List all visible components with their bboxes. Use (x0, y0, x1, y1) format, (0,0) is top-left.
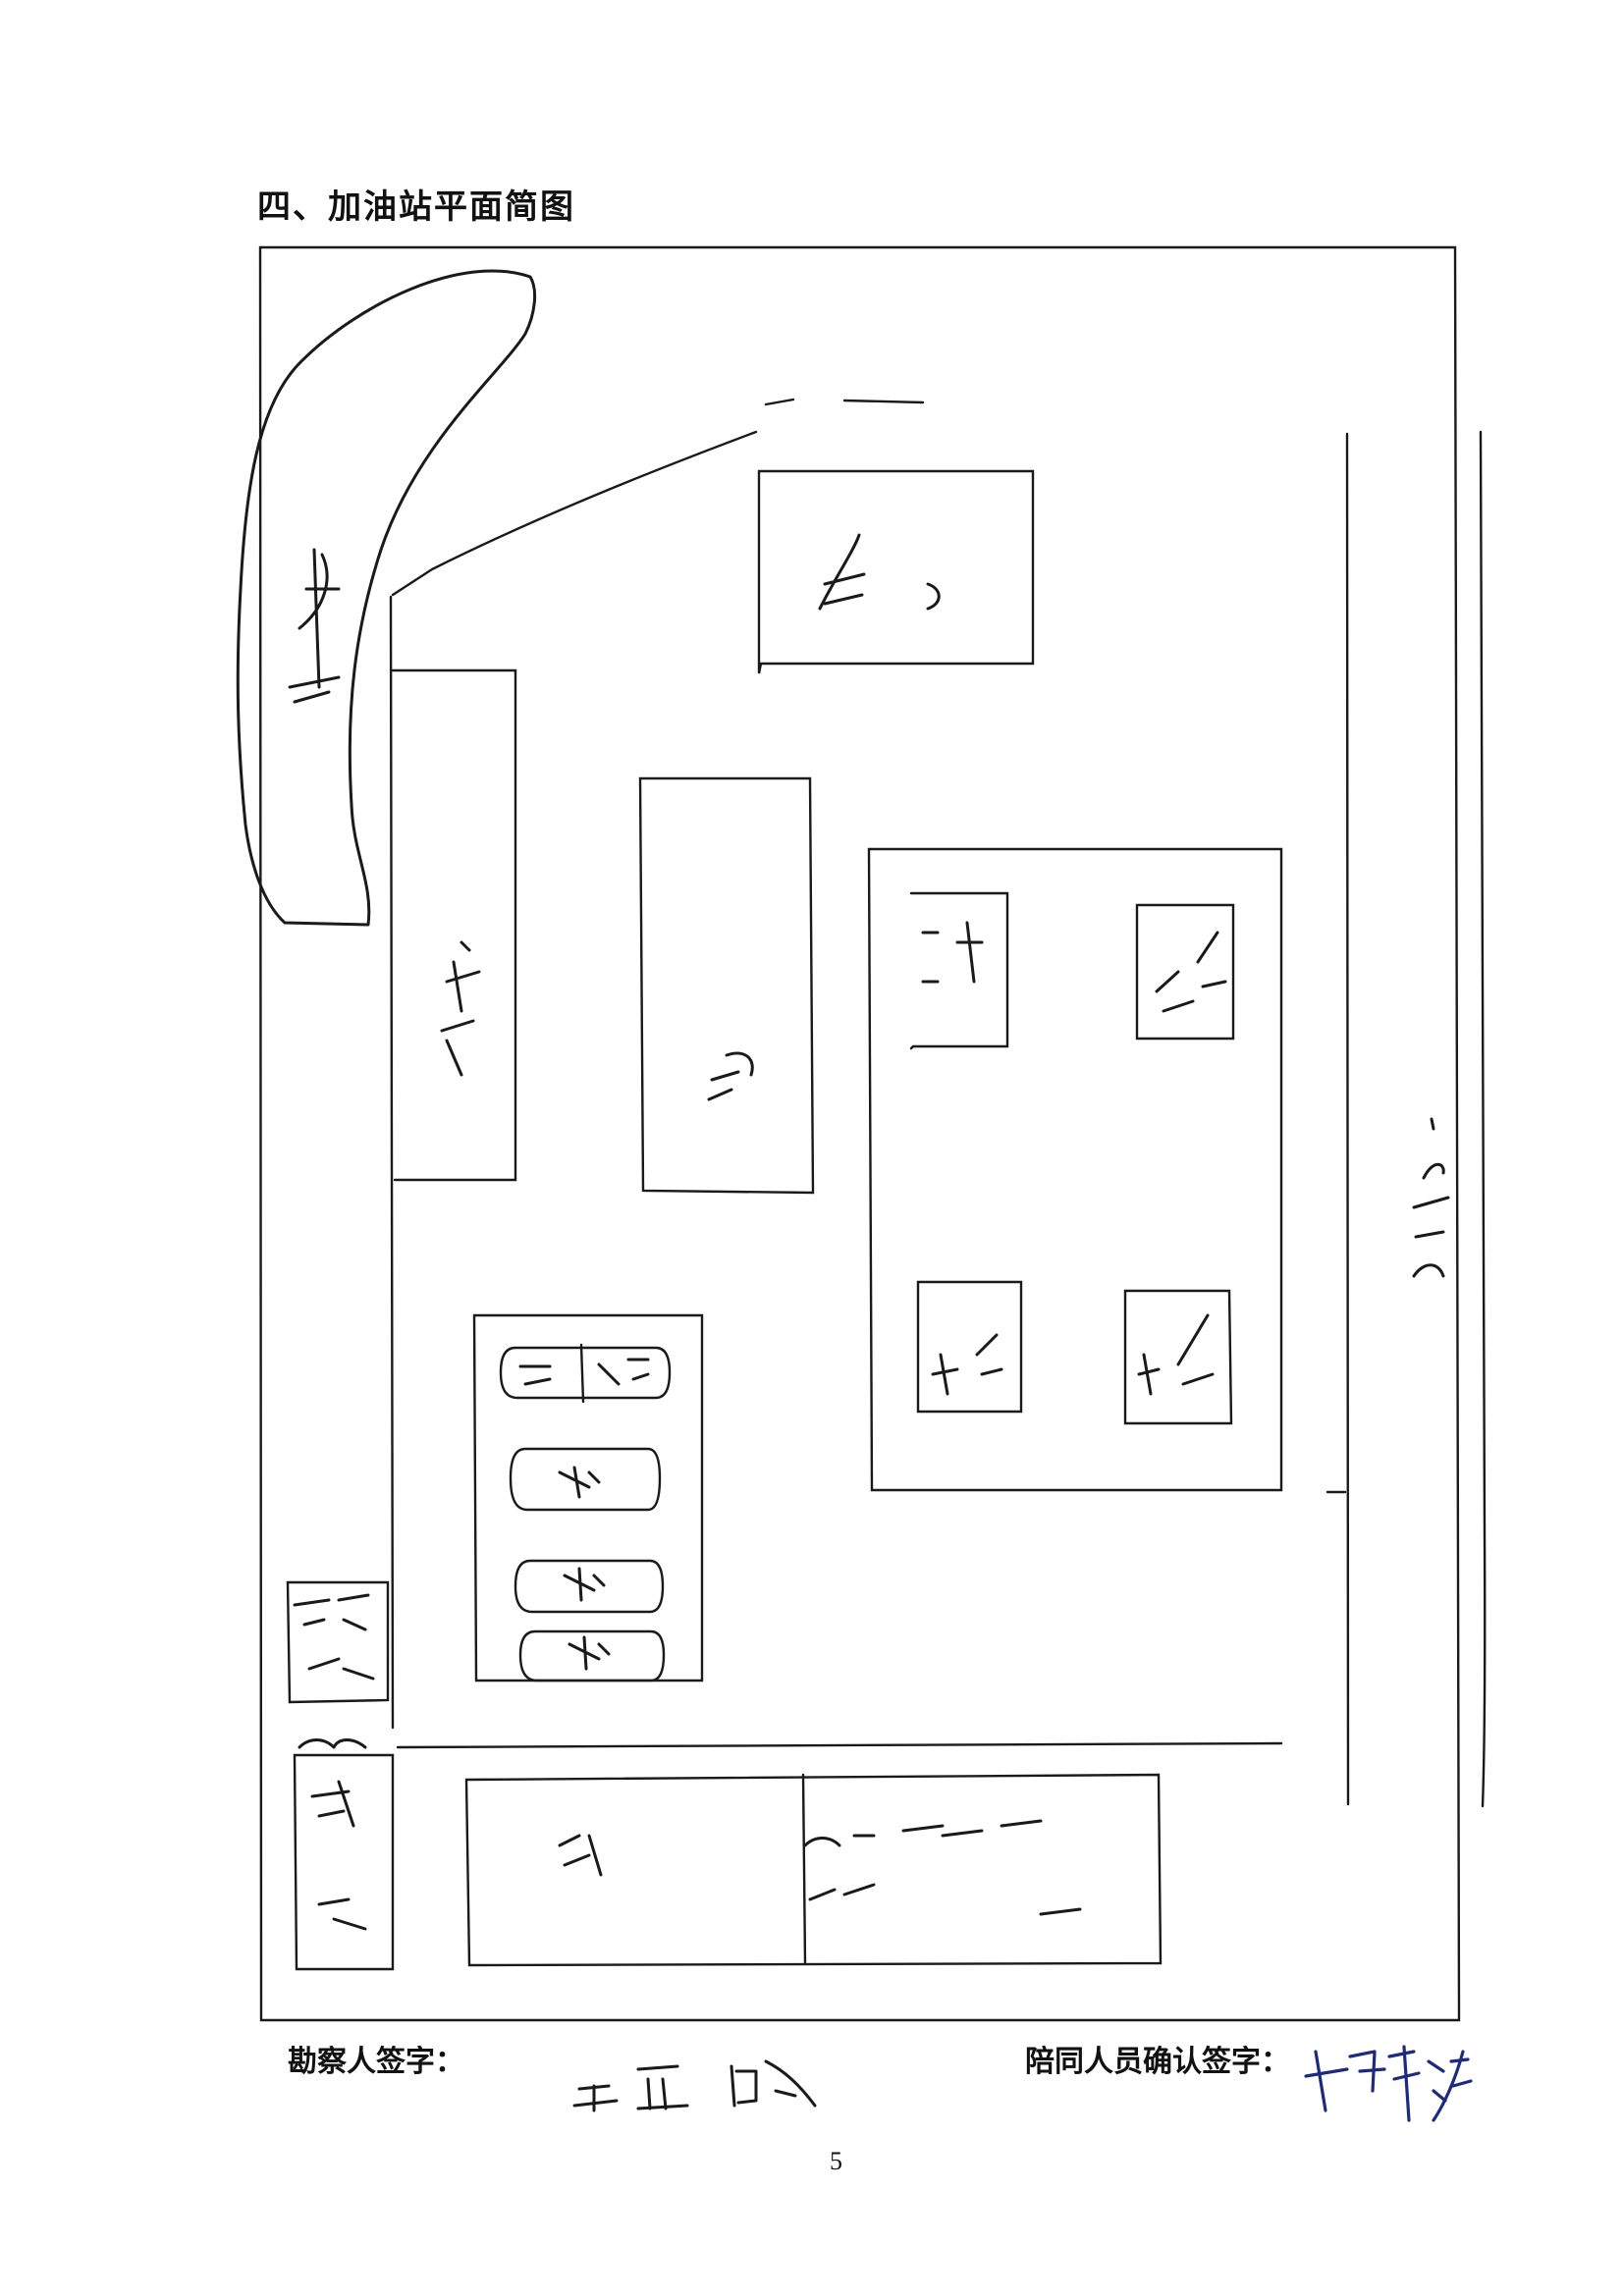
handwriting-lower-left-building (310, 1780, 367, 1931)
handwriting-upper-building (818, 533, 941, 611)
handwriting-road-label (1412, 1117, 1450, 1278)
dispenser-1-divider (579, 1343, 585, 1404)
handwriting-middle-building (707, 1051, 754, 1101)
ditch-outline (236, 269, 537, 927)
handwriting-ditch-label (288, 548, 341, 704)
handwriting-dispenser-4 (568, 1635, 611, 1671)
building-middle (638, 776, 815, 1195)
handwriting-tank-2 (1155, 931, 1227, 1013)
tank-4 (1123, 1289, 1233, 1425)
road-line-inner (1345, 432, 1350, 1806)
handwriting-toilet (293, 1593, 375, 1681)
entrance-edge-lower (764, 398, 795, 406)
tank-2 (1135, 903, 1235, 1041)
pump-island-area (472, 1313, 704, 1682)
building-left-long (391, 668, 517, 1182)
entrance-short-mark (842, 399, 925, 404)
inspector-signature (572, 2059, 817, 2112)
handwriting-tank-3 (931, 1333, 1003, 1396)
handwriting-tank-4 (1137, 1313, 1215, 1396)
handwriting-tank-1 (921, 921, 984, 984)
section-heading: 四、加油站平面简图 (257, 187, 575, 227)
dispenser-2 (509, 1447, 662, 1512)
building-upper-right (757, 469, 1035, 674)
inspector-signature-label: 勘察人签字： (288, 2045, 464, 2079)
road-line-outer (1479, 430, 1487, 1808)
tank-area (867, 847, 1283, 1492)
driveway-edge-bottom (396, 1741, 1283, 1749)
building-bottom-divider (801, 1773, 807, 1965)
dispenser-1 (499, 1346, 672, 1400)
companion-signature-label: 陪同人员确认签字： (1025, 2045, 1290, 2079)
entrance-edge-upper (391, 430, 758, 597)
handwriting-lower-left-top (298, 1738, 367, 1749)
handwriting-bottom-right (803, 1819, 1082, 1916)
tank-1 (909, 891, 1009, 1050)
handwriting-bottom-left (558, 1834, 603, 1877)
building-bottom (464, 1773, 1163, 1967)
companion-signature (1304, 2045, 1473, 2122)
driveway-edge-left (389, 595, 395, 1730)
handwriting-dispenser-3 (563, 1567, 606, 1602)
dispenser-4 (518, 1629, 666, 1682)
page-number: 5 (830, 2147, 842, 2175)
handwriting-dispenser-2 (558, 1466, 601, 1499)
dispenser-3 (514, 1559, 665, 1614)
handwriting-left-building (440, 940, 481, 1077)
handwriting-dispenser-1 (518, 1358, 650, 1386)
building-toilet (286, 1580, 390, 1704)
site-boundary (258, 245, 1461, 2022)
building-lower-left (293, 1753, 395, 1971)
tank-3 (916, 1280, 1023, 1414)
